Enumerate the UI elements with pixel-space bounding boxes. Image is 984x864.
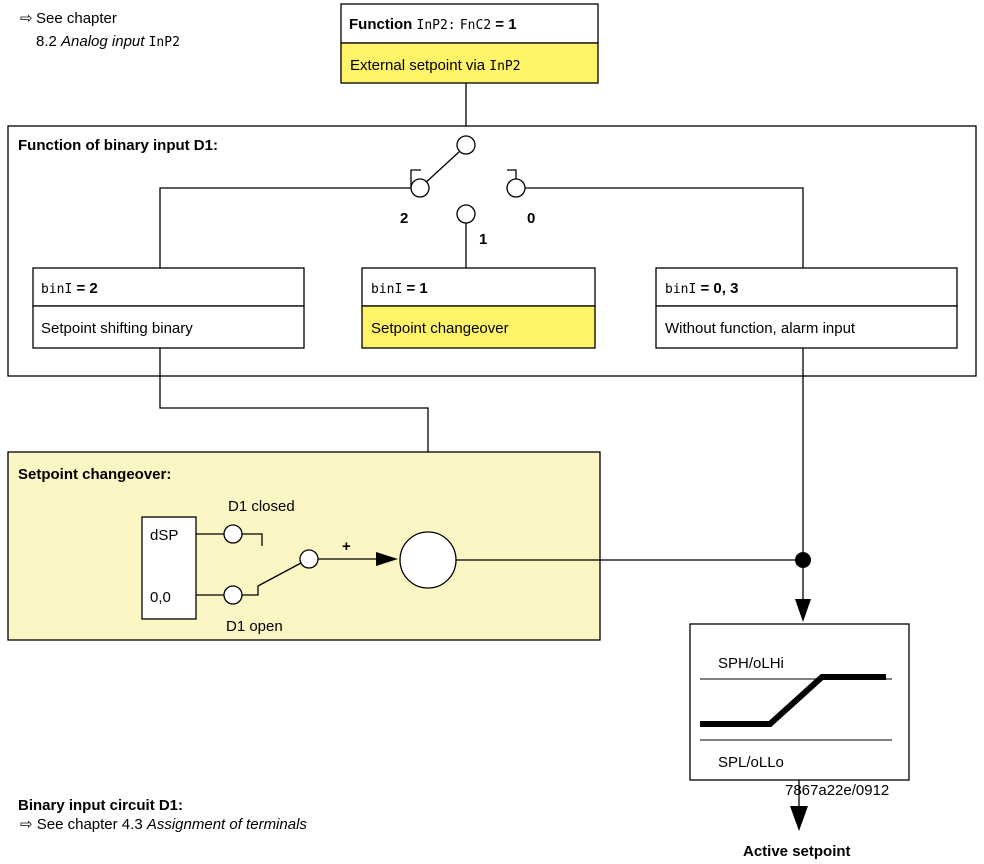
arrow-into-summing-left: [376, 552, 398, 566]
arrow-active-setpoint: [790, 806, 808, 831]
bini-1-text: Setpoint changeover: [371, 320, 509, 337]
setpoint-changeover-panel: [7, 451, 601, 641]
d1-closed-label: D1 closed: [228, 498, 295, 515]
bini-0-3-text: Without function, alarm input: [665, 320, 856, 337]
d1-open-label: D1 open: [226, 618, 283, 635]
function-box-header: [340, 3, 599, 44]
bini-0-3-header: [655, 267, 958, 307]
function-box-description: External setpoint via InP2: [350, 57, 521, 74]
switch-terminal-1: [456, 204, 476, 224]
bini-0-3-body: [655, 305, 958, 349]
limiter-box: [689, 623, 910, 781]
limiter-curve: [700, 674, 886, 727]
source-dsp-label: dSP: [150, 527, 178, 544]
changeover-output-contact: [299, 549, 319, 569]
switch-label-1: 1: [479, 231, 487, 248]
switch-label-2: 2: [400, 210, 408, 227]
limiter-bottom-label: SPL/oLLo: [718, 754, 784, 771]
ref-arrow-icon: ⇨: [20, 10, 33, 27]
source-zero-label: 0,0: [150, 589, 171, 606]
plus-sign: +: [342, 538, 351, 555]
junction-dot: [795, 552, 811, 568]
bini-0-3-title: binI = 0, 3: [665, 280, 738, 297]
open-contact: [223, 585, 243, 605]
bini-2-title: binI = 2: [41, 280, 98, 297]
bini-2-body: [32, 305, 305, 349]
switch-label-0: 0: [527, 210, 535, 227]
changeover-panel-title: Setpoint changeover:: [18, 466, 171, 483]
switch-terminal-2: [410, 178, 430, 198]
closed-contact: [223, 524, 243, 544]
ref-bottom-line: ⇨ See chapter 4.3 Assignment of terminal…: [20, 816, 307, 833]
switch-terminal-0: [506, 178, 526, 198]
function-box-title: Function InP2: FnC2 = 1: [349, 16, 517, 33]
bini-2-text: Setpoint shifting binary: [41, 320, 193, 337]
ref-top-line1: See chapter: [36, 10, 117, 27]
ref-bottom-arrow-icon: ⇨: [20, 816, 33, 833]
bini-1-body: [361, 305, 596, 349]
arrow-into-limiter: [795, 599, 811, 622]
function-box-body: [340, 42, 599, 84]
setpoint-source-box: [141, 516, 197, 620]
binary-panel-title: Function of binary input D1:: [18, 137, 218, 154]
ref-top-line2: 8.2 Analog input InP2: [36, 33, 180, 50]
limiter-top-label: SPH/oLHi: [718, 655, 784, 672]
active-setpoint-label: Active setpoint: [743, 843, 851, 860]
switch-common-terminal: [456, 135, 476, 155]
bini-1-title: binI = 1: [371, 280, 428, 297]
figure-code: 7867a22e/0912: [785, 782, 889, 799]
summing-point: [399, 531, 457, 589]
ref-bottom-title: Binary input circuit D1:: [18, 797, 183, 814]
